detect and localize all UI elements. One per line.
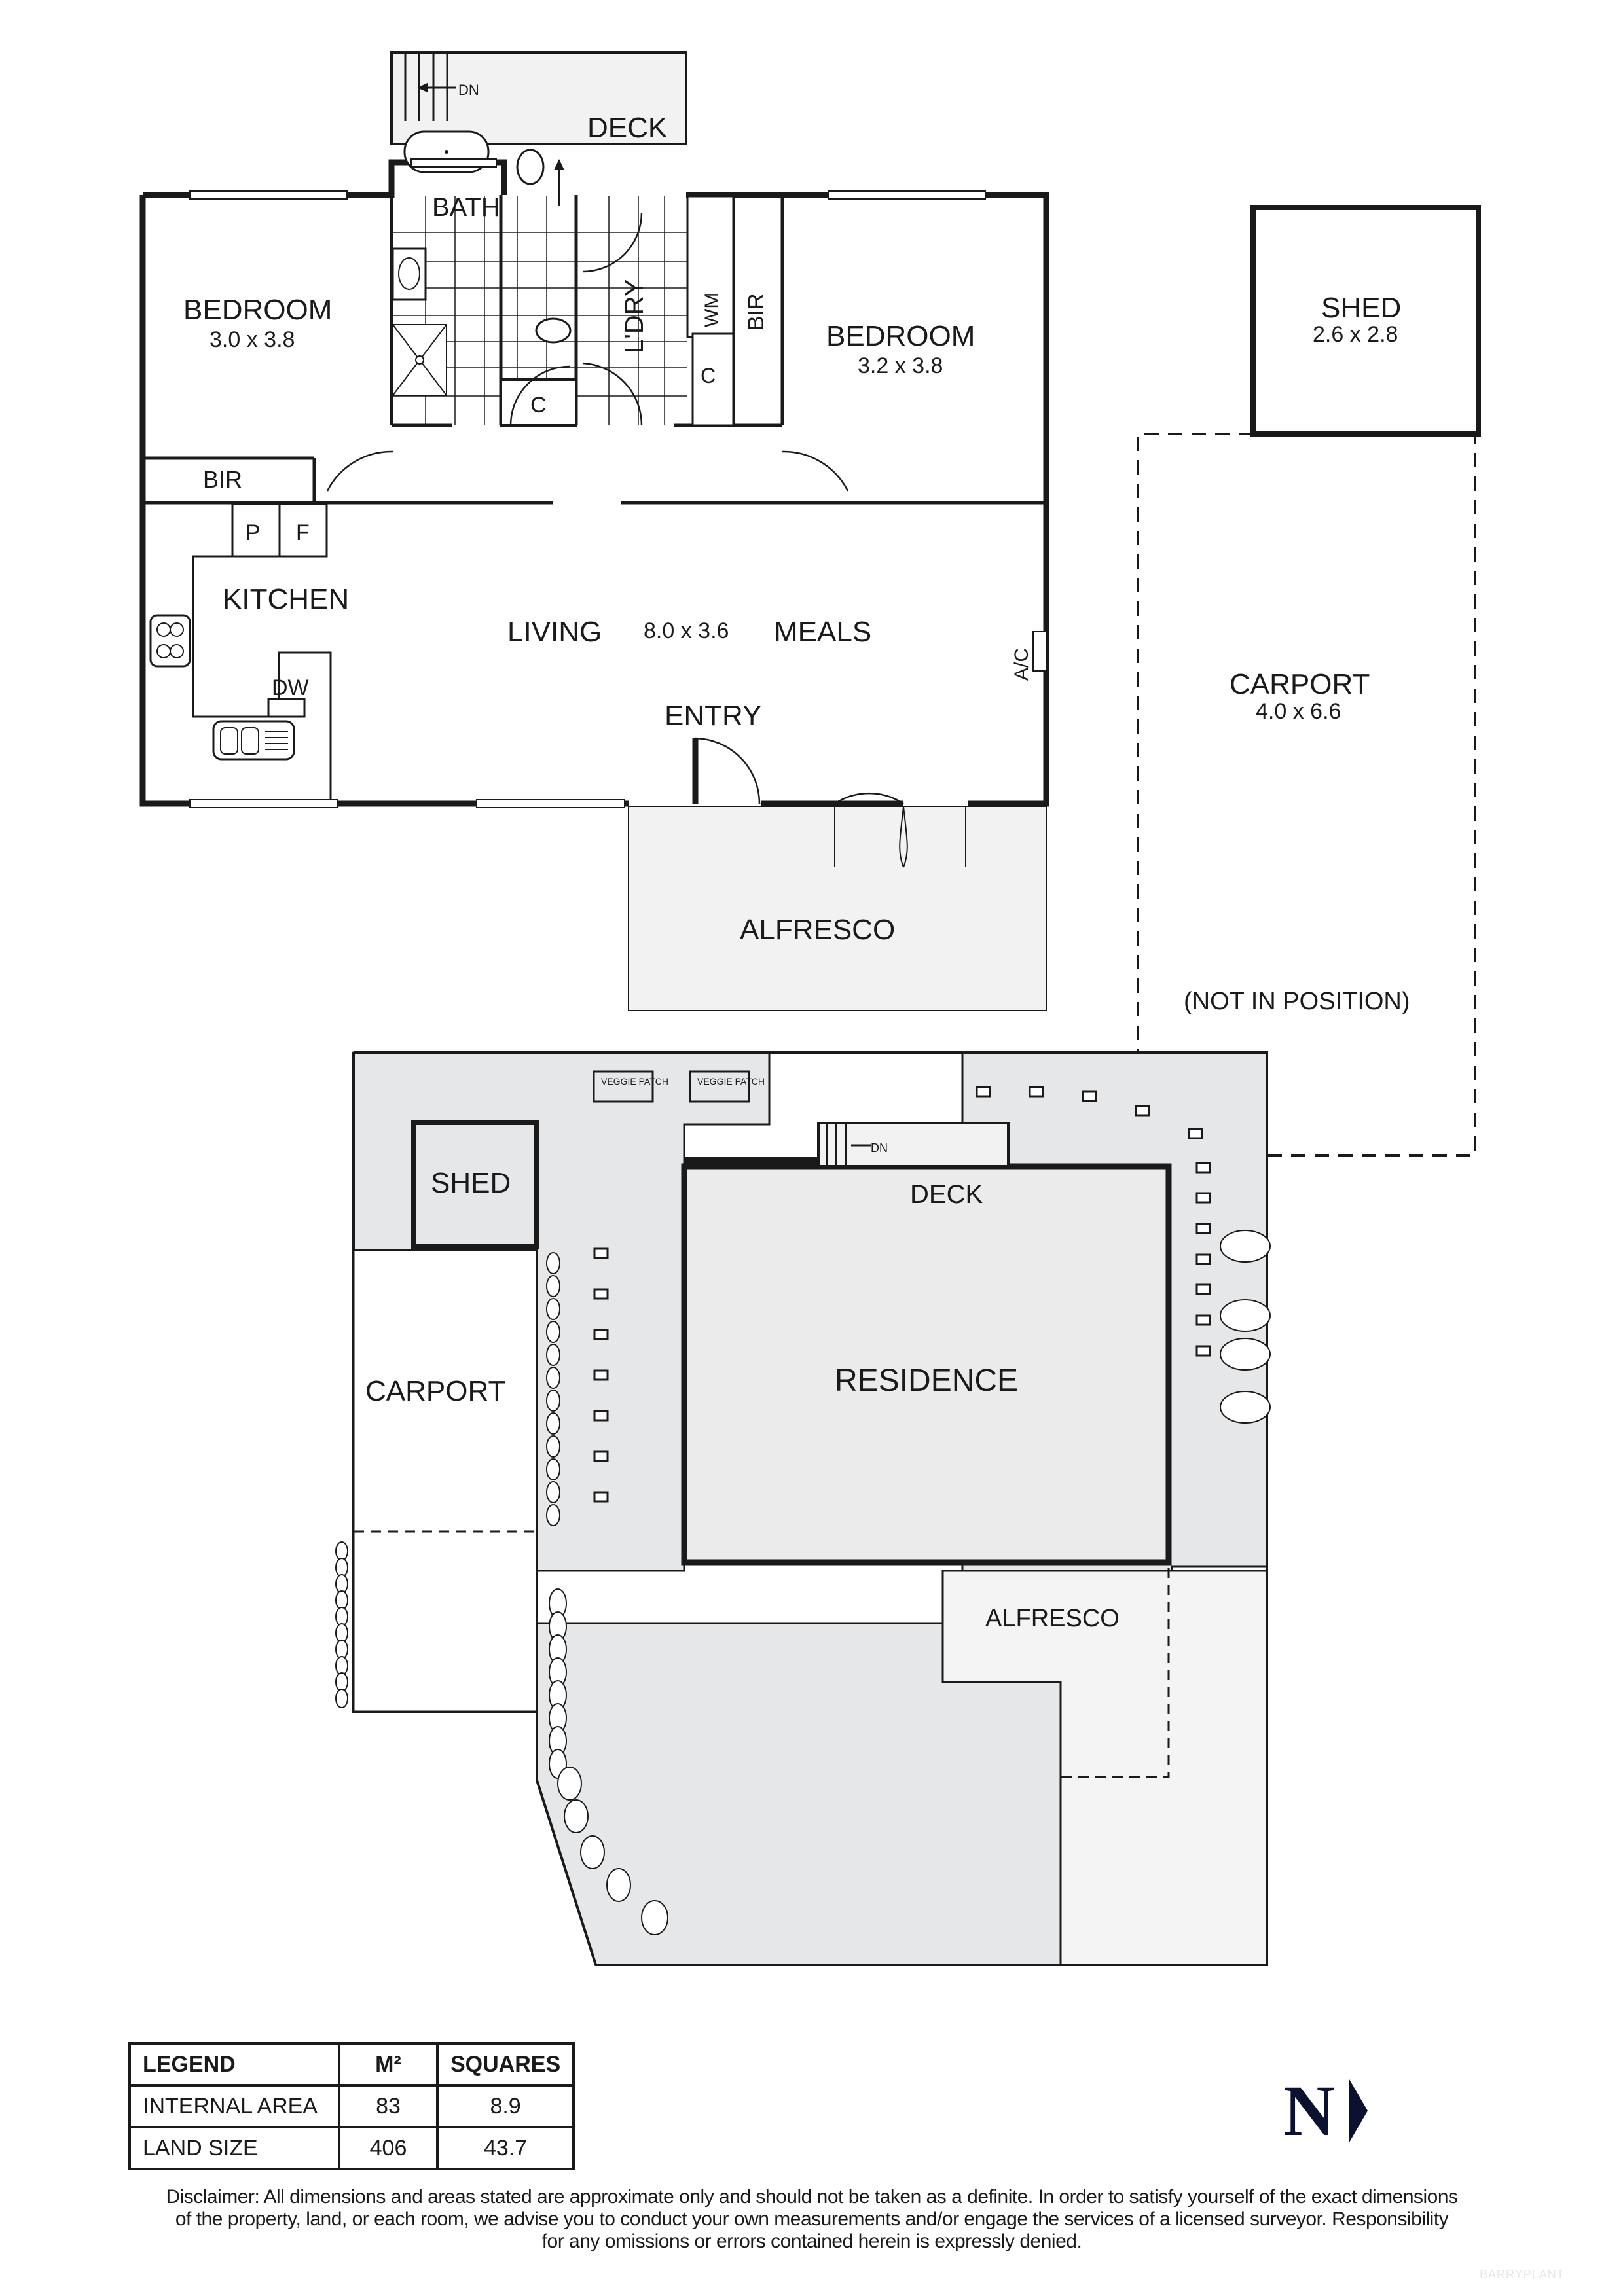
watermark-logo: BARRYPLANT	[1480, 2268, 1565, 2281]
washing-machine-label: WM	[701, 293, 723, 327]
fridge-label: F	[296, 520, 310, 545]
bedroom2-dims: 3.2 x 3.8	[858, 353, 943, 378]
disclaimer-line-3: for any omissions or errors contained he…	[541, 2231, 1082, 2252]
kitchen-joinery	[149, 503, 332, 804]
legend-row: INTERNAL AREA 83 8.9	[128, 2084, 575, 2128]
bedroom1-label: BEDROOM	[183, 294, 332, 326]
living-dims: 8.0 x 3.6	[644, 619, 729, 643]
bath-cupboard-label: C	[530, 393, 547, 418]
bedroom2-robe-label: BIR	[744, 293, 769, 331]
shed-dims: 2.6 x 2.8	[1313, 322, 1398, 347]
carport-dims: 4.0 x 6.6	[1256, 699, 1341, 724]
kitchen-label: KITCHEN	[223, 583, 349, 615]
sink-icon	[220, 727, 288, 755]
area-legend-table: LEGEND M² SQUARES INTERNAL AREA 83 8.9 L…	[128, 2042, 575, 2170]
veggie-patch-1: VEGGIE PATCH	[601, 1076, 668, 1086]
veggie-patch-2: VEGGIE PATCH	[697, 1076, 765, 1086]
pantry-label: P	[246, 520, 261, 545]
north-arrow-icon	[1349, 2079, 1368, 2142]
deck-label: DECK	[587, 112, 667, 144]
bedroom1-dims: 3.0 x 3.8	[210, 327, 295, 352]
shed-outline	[1250, 205, 1481, 437]
site-dn-label: DN	[871, 1141, 888, 1155]
carport-label: CARPORT	[1230, 668, 1370, 700]
alfresco-area	[628, 806, 1047, 1011]
deck-dn-label: DN	[458, 82, 479, 98]
bedroom1-robe-label: BIR	[203, 466, 242, 493]
legend-row-squares: 43.7	[435, 2126, 575, 2170]
site-carport-label: CARPORT	[365, 1375, 505, 1407]
shed-label: SHED	[1321, 292, 1401, 324]
legend-row: LAND SIZE 406 43.7	[128, 2126, 575, 2170]
windows	[189, 158, 986, 808]
carport-outline	[1137, 433, 1476, 1157]
tree-icons	[1220, 1230, 1271, 1424]
legend-header-label: LEGEND	[128, 2042, 340, 2087]
residence-label: RESIDENCE	[835, 1363, 1018, 1398]
carport-note: (NOT IN POSITION)	[1184, 988, 1410, 1015]
floor-plan: DN DECK	[139, 51, 1481, 1157]
dishwasher-label: DW	[272, 675, 309, 700]
shower	[392, 324, 447, 396]
laundry-label: L'DRY	[620, 279, 649, 353]
legend-row-m2: 83	[338, 2084, 439, 2128]
site-shed-label: SHED	[431, 1167, 511, 1199]
laundry-cupboard-label: C	[701, 364, 716, 387]
disclaimer-line-1: Disclaimer: All dimensions and areas sta…	[166, 2186, 1458, 2208]
stepping-stones	[593, 1086, 1211, 1503]
entry-label: ENTRY	[665, 700, 761, 732]
disclaimer-line-2: of the property, land, or each room, we …	[175, 2208, 1449, 2230]
disclaimer: Disclaimer: All dimensions and areas sta…	[65, 2186, 1558, 2253]
legend-row-m2: 406	[338, 2126, 439, 2170]
north-compass: N	[1283, 2075, 1368, 2147]
meals-label: MEALS	[774, 616, 871, 648]
cooktop-icon	[156, 622, 184, 658]
bath-label: BATH	[432, 193, 500, 222]
legend-header-squares: SQUARES	[435, 2042, 575, 2087]
deck-area	[390, 51, 687, 145]
legend-header-m2: M²	[338, 2042, 439, 2087]
door-swings	[326, 212, 904, 805]
legend-row-squares: 8.9	[435, 2084, 575, 2128]
deck-stairs	[404, 52, 456, 121]
ac-label: A/C	[1011, 648, 1032, 681]
site-deck-label: DECK	[910, 1180, 983, 1209]
legend-header-row: LEGEND M² SQUARES	[128, 2042, 575, 2087]
alfresco-label: ALFRESCO	[740, 914, 895, 946]
legend-row-label: LAND SIZE	[128, 2126, 340, 2170]
site-plan: CARPORT SHED VEGGIE PATCH VEGGIE PATCH D…	[335, 1051, 1271, 1966]
living-label: LIVING	[507, 616, 602, 648]
bedroom2-label: BEDROOM	[826, 320, 975, 352]
legend-row-label: INTERNAL AREA	[128, 2084, 340, 2128]
site-alfresco-label: ALFRESCO	[985, 1605, 1120, 1632]
hedge-icons	[335, 1252, 668, 1935]
north-label: N	[1283, 2071, 1336, 2151]
